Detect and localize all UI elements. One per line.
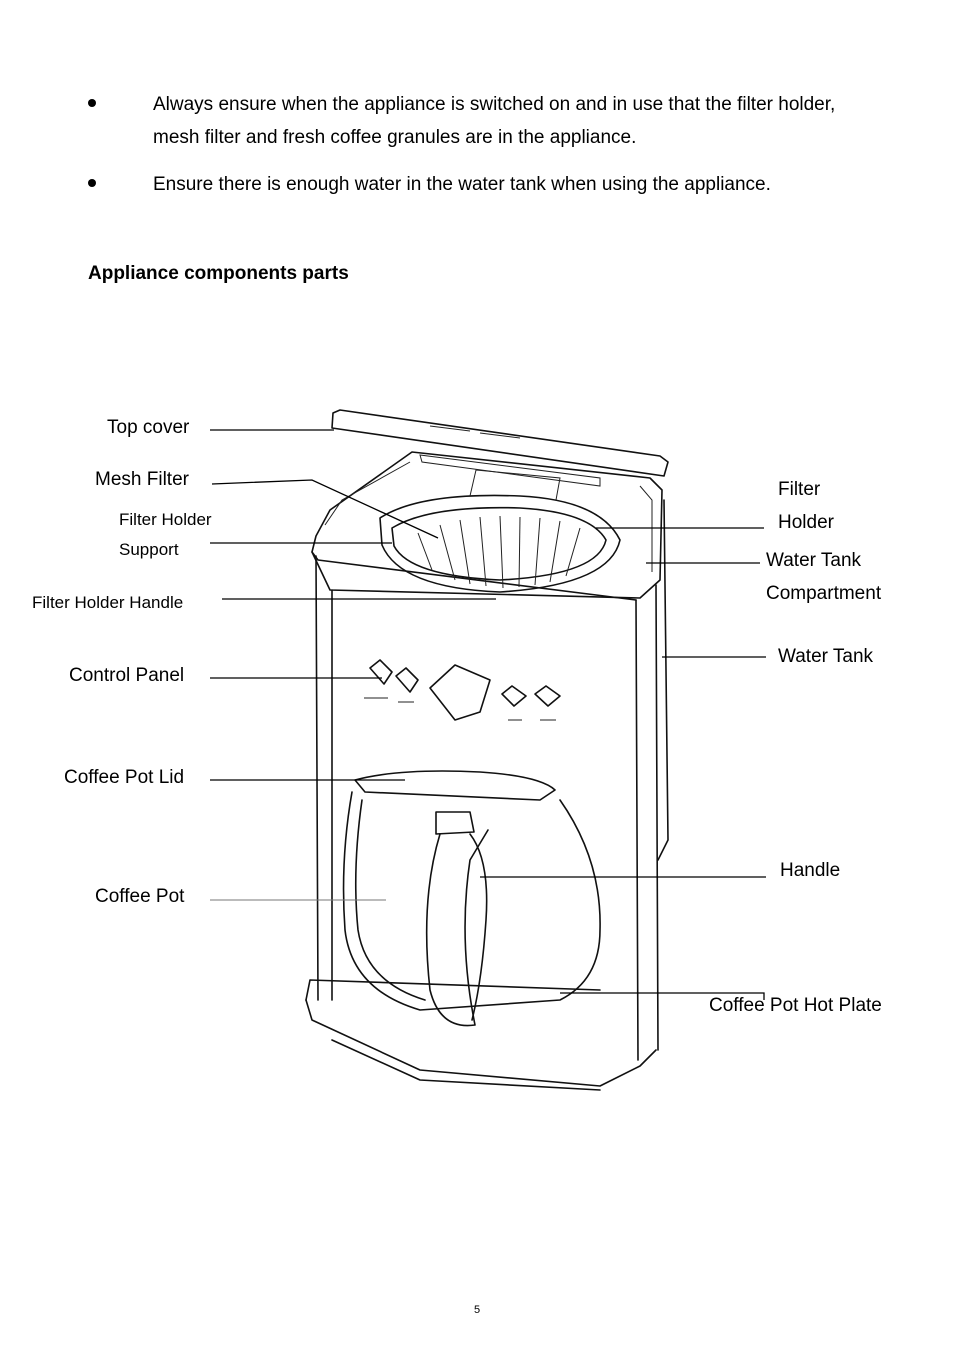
bullet-text: Ensure there is enough water in the wate… xyxy=(153,174,771,195)
page-number: 5 xyxy=(473,1304,481,1316)
body-rim-drawing xyxy=(311,451,663,601)
leader-lines xyxy=(210,429,766,1000)
label-control-panel: Control Panel xyxy=(69,665,185,686)
label-filter-holder-support-line1: Filter Holder xyxy=(119,510,212,529)
label-top-cover: Top cover xyxy=(107,417,190,438)
body-drawing xyxy=(305,499,669,1091)
label-water-tank-compartment-line2: Compartment xyxy=(766,583,882,604)
label-filter-holder-support-line2: Support xyxy=(119,540,179,559)
label-mesh-filter: Mesh Filter xyxy=(95,469,189,490)
coffee-pot-drawing xyxy=(342,770,601,1027)
bullet-dot xyxy=(88,179,96,187)
section-title: Appliance components parts xyxy=(88,263,349,284)
label-filter-holder-handle: Filter Holder Handle xyxy=(32,593,184,612)
label-filter-holder-line1: Filter xyxy=(778,479,821,500)
label-coffee-pot-hot-plate: Coffee Pot Hot Plate xyxy=(709,995,882,1016)
bullet-text: Always ensure when the appliance is swit… xyxy=(153,94,836,148)
bullet-dot xyxy=(88,99,96,107)
label-water-tank: Water Tank xyxy=(778,646,874,667)
label-coffee-pot-lid: Coffee Pot Lid xyxy=(64,767,185,788)
label-handle: Handle xyxy=(780,860,841,881)
label-filter-holder-line2: Holder xyxy=(778,512,834,533)
control-panel-drawing xyxy=(364,659,561,721)
top-cover-drawing xyxy=(331,409,669,487)
filter-basket-drawing xyxy=(379,469,621,593)
label-water-tank-compartment-line1: Water Tank xyxy=(766,550,862,571)
label-coffee-pot: Coffee Pot xyxy=(95,886,185,907)
